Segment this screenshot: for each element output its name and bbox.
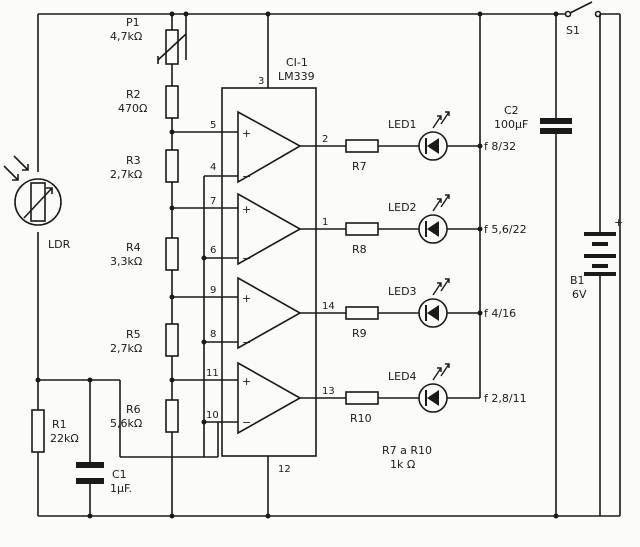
- pin-plus-4: 11: [206, 368, 219, 379]
- aperture-1: f 8/32: [484, 140, 516, 153]
- s1-ref: S1: [566, 24, 580, 37]
- pin-minus-2: 6: [210, 245, 216, 256]
- resistor-r8: [345, 222, 379, 236]
- wires: [37, 13, 621, 517]
- pin-minus-4: 10: [206, 410, 219, 421]
- resistor-r3: [165, 149, 179, 183]
- note-line2: 1k Ω: [390, 458, 415, 471]
- led-3: [418, 278, 450, 328]
- pin-out-4: 13: [322, 386, 335, 397]
- r7-ref: R7: [352, 160, 367, 173]
- comparator-1: [237, 110, 302, 184]
- p1-ref: P1: [126, 16, 140, 29]
- r6-value: 5,6kΩ: [110, 417, 142, 430]
- r5-value: 2,7kΩ: [110, 342, 142, 355]
- svg-text:+: +: [242, 375, 251, 388]
- r4-value: 3,3kΩ: [110, 255, 142, 268]
- pin-out-3: 14: [322, 301, 335, 312]
- led3-ref: LED3: [388, 285, 417, 298]
- b1-value: 6V: [572, 288, 587, 301]
- resistor-r7: [345, 139, 379, 153]
- pin-plus-3: 9: [210, 285, 216, 296]
- pin-minus-1: 4: [210, 162, 216, 173]
- pin-vcc: 3: [258, 76, 264, 87]
- c2-ref: C2: [504, 104, 519, 117]
- r1-ref: R1: [52, 418, 67, 431]
- r4-ref: R4: [126, 241, 141, 254]
- r6-ref: R6: [126, 403, 141, 416]
- b1-ref: B1: [570, 274, 585, 287]
- pin-gnd: 12: [278, 464, 291, 475]
- pin-out-1: 2: [322, 134, 328, 145]
- ic-lm339: + − + − + − + −: [221, 87, 317, 457]
- resistor-r9: [345, 306, 379, 320]
- r2-ref: R2: [126, 88, 141, 101]
- r2-value: 470Ω: [118, 102, 147, 115]
- leds: [418, 111, 450, 413]
- r8-ref: R8: [352, 243, 367, 256]
- resistor-r10: [345, 391, 379, 405]
- pin-plus-2: 7: [210, 196, 216, 207]
- capacitor-c2: [540, 118, 572, 134]
- note-line1: R7 a R10: [382, 444, 432, 457]
- led-2: [418, 194, 450, 244]
- ic-part: LM339: [278, 70, 315, 83]
- pin-plus-1: 5: [210, 120, 216, 131]
- pin-minus-3: 8: [210, 329, 216, 340]
- switch-s1: [564, 1, 602, 18]
- r9-ref: R9: [352, 327, 367, 340]
- comparator-2: [237, 192, 302, 266]
- comparator-3: [237, 276, 302, 350]
- junction-dots: [35, 11, 559, 519]
- r3-value: 2,7kΩ: [110, 168, 142, 181]
- svg-text:−: −: [242, 336, 251, 349]
- pin-out-2: 1: [322, 217, 328, 228]
- c2-value: 100μF: [494, 118, 528, 131]
- c1-value: 1μF.: [110, 482, 132, 495]
- r10-ref: R10: [350, 412, 372, 425]
- led-4: [418, 363, 450, 413]
- aperture-3: f 4/16: [484, 307, 516, 320]
- r3-ref: R3: [126, 154, 141, 167]
- resistor-r6: [165, 399, 179, 433]
- ldr-sensor: [3, 155, 62, 226]
- p1-value: 4,7kΩ: [110, 30, 142, 43]
- resistor-r1: [31, 409, 45, 453]
- svg-text:+: +: [242, 127, 251, 140]
- ic-ref: CI-1: [286, 56, 308, 69]
- svg-text:−: −: [242, 170, 251, 183]
- resistor-r2: [165, 85, 179, 119]
- led4-ref: LED4: [388, 370, 417, 383]
- svg-text:−: −: [242, 252, 251, 265]
- potentiometer-p1: [157, 29, 187, 65]
- capacitor-c1: [76, 462, 104, 484]
- c1-ref: C1: [112, 468, 127, 481]
- ldr-label: LDR: [48, 238, 71, 251]
- aperture-2: f 5,6/22: [484, 223, 527, 236]
- led-1: [418, 111, 450, 161]
- battery-plus: +: [614, 216, 623, 229]
- resistor-r4: [165, 237, 179, 271]
- r5-ref: R5: [126, 328, 141, 341]
- r1-value: 22kΩ: [50, 432, 79, 445]
- pin-numbers: 3 12 5 7 9 11 4 6 8 10 2 1 14 13: [206, 76, 335, 475]
- svg-text:−: −: [242, 416, 251, 429]
- led1-ref: LED1: [388, 118, 417, 131]
- svg-text:+: +: [242, 292, 251, 305]
- led2-ref: LED2: [388, 201, 417, 214]
- svg-text:+: +: [242, 203, 251, 216]
- aperture-4: f 2,8/11: [484, 392, 527, 405]
- battery-b1: [584, 232, 616, 276]
- comparator-4: [237, 361, 302, 435]
- resistor-r5: [165, 323, 179, 357]
